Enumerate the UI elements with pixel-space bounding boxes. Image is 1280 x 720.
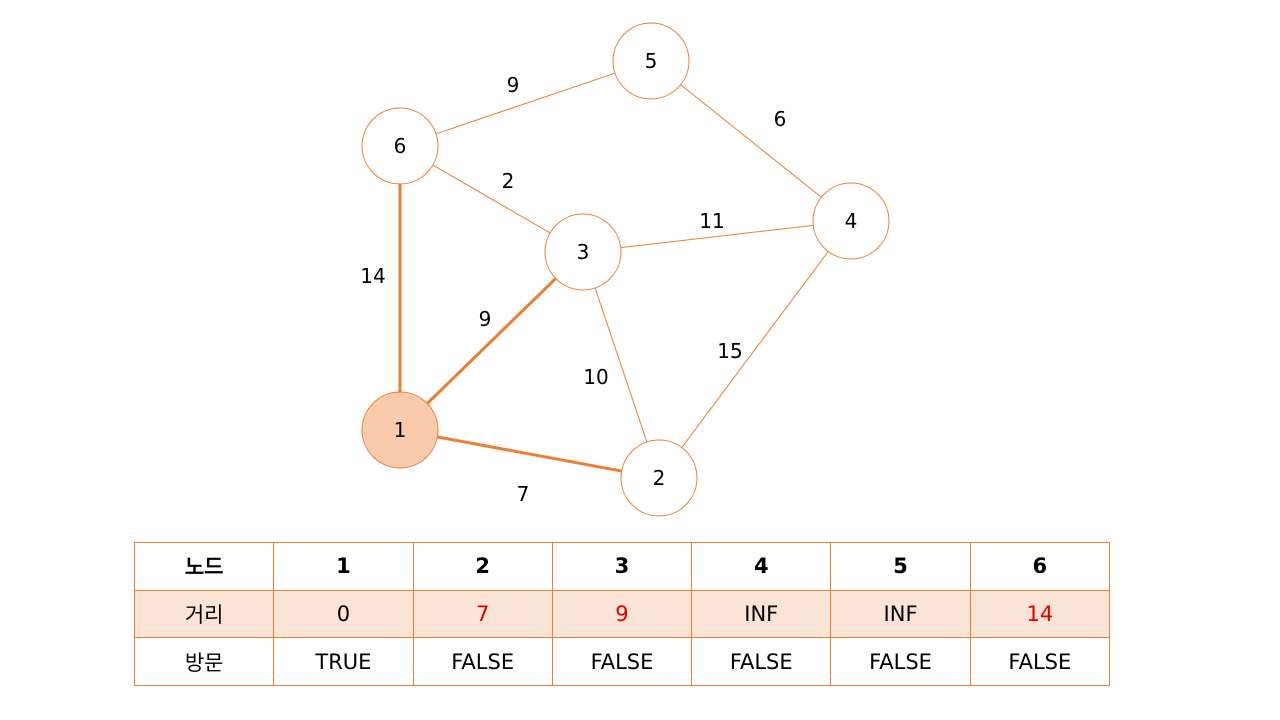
header-cell-node-6: 6 <box>969 542 1111 591</box>
visited-cell-node-5: FALSE <box>830 637 971 686</box>
header-cell-node-3: 3 <box>551 542 693 591</box>
distance-row: 거리 0 7 9 INF INF 14 <box>133 589 1111 639</box>
edge-6-3 <box>432 164 551 234</box>
visited-cell-label: 방문 <box>133 637 275 686</box>
graph-edges <box>398 72 829 473</box>
visited-cell-node-2: FALSE <box>412 637 553 686</box>
node-label-2: 2 <box>653 466 666 490</box>
edge-5-4 <box>680 84 822 198</box>
header-cell-node-5: 5 <box>830 542 971 591</box>
distance-cell-node-1: 0 <box>273 589 414 639</box>
header-cell-label: 노드 <box>133 542 275 591</box>
edge-3-4 <box>620 224 814 249</box>
graph-nodes: 1 2 3 4 5 6 <box>361 22 890 517</box>
edge-4-2 <box>681 251 829 448</box>
header-cell-node-2: 2 <box>412 542 553 591</box>
node-label-3: 3 <box>577 240 590 264</box>
header-cell-node-4: 4 <box>691 542 832 591</box>
visited-cell-node-4: FALSE <box>691 637 832 686</box>
node-label-5: 5 <box>645 49 658 73</box>
edge-1-3 <box>426 277 557 405</box>
visited-cell-node-6: FALSE <box>969 637 1111 686</box>
header-cell-node-1: 1 <box>273 542 414 591</box>
edge-weight-6-1: 14 <box>360 264 385 288</box>
visited-row: 방문 TRUE FALSE FALSE FALSE FALSE FALSE <box>133 637 1111 686</box>
edge-weight-3-2: 10 <box>583 365 608 389</box>
distance-cell-node-5: INF <box>830 589 971 639</box>
distance-cell-node-2: 7 <box>412 589 553 639</box>
distance-cell-label: 거리 <box>133 589 275 639</box>
edge-weight-3-4: 11 <box>699 209 724 233</box>
node-6 <box>361 107 439 185</box>
edge-weight-6-3: 2 <box>502 169 515 193</box>
graph-edge-weights: 9 6 2 11 14 9 10 15 7 <box>360 73 786 506</box>
distance-cell-node-3: 9 <box>551 589 693 639</box>
edge-5-6 <box>435 72 616 135</box>
visited-cell-node-3: FALSE <box>551 637 693 686</box>
node-5 <box>612 22 690 100</box>
edge-weight-4-2: 15 <box>717 339 742 363</box>
visited-cell-node-1: TRUE <box>273 637 414 686</box>
edge-weight-5-4: 6 <box>774 107 787 131</box>
distance-cell-node-4: INF <box>691 589 832 639</box>
edge-weight-1-3: 9 <box>479 307 492 331</box>
dijkstra-graph: 9 6 2 11 14 9 10 15 7 1 2 3 4 5 6 <box>360 22 890 517</box>
edge-weight-5-6: 9 <box>507 73 520 97</box>
distance-table: 노드 1 2 3 4 5 6 거리 0 7 9 INF INF 14 방문 TR… <box>133 542 1111 686</box>
node-label-6: 6 <box>394 134 407 158</box>
edge-weight-1-2: 7 <box>517 482 530 506</box>
node-4 <box>812 182 890 260</box>
node-2 <box>620 439 698 517</box>
distance-cell-node-6: 14 <box>969 589 1111 639</box>
edge-1-2 <box>437 435 622 473</box>
node-label-4: 4 <box>845 209 858 233</box>
node-1 <box>361 391 439 469</box>
table-header-row: 노드 1 2 3 4 5 6 <box>133 542 1111 591</box>
node-label-1: 1 <box>394 418 407 442</box>
node-3 <box>544 213 622 291</box>
edge-3-2 <box>594 287 648 443</box>
